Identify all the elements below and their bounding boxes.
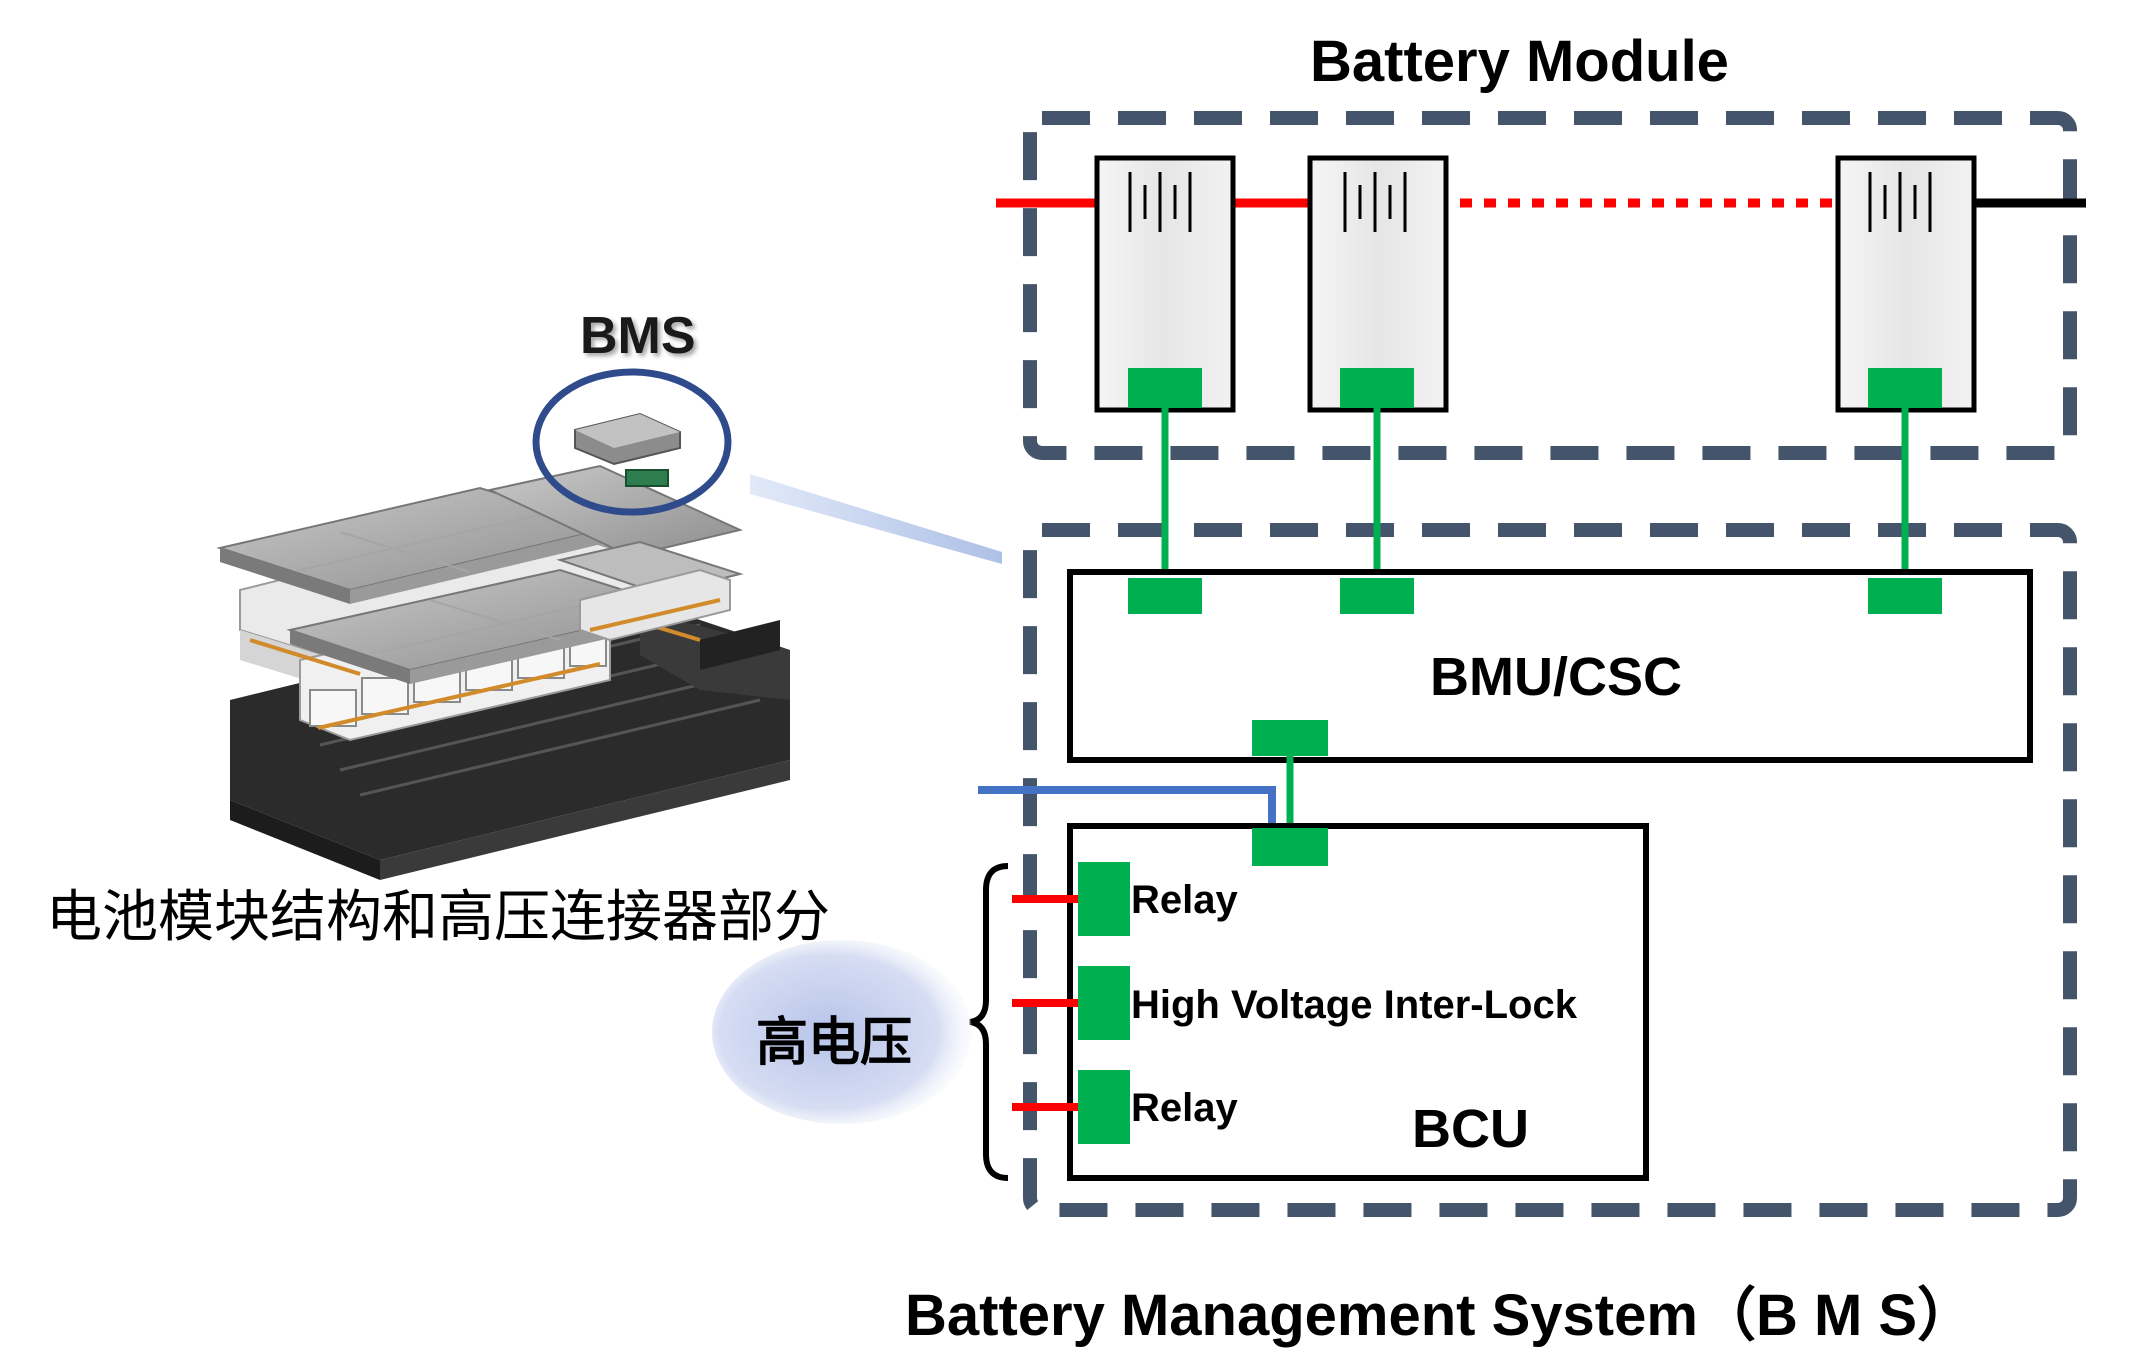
comm-line: [978, 786, 1276, 825]
high-voltage-label: 高电压: [756, 1013, 913, 1073]
bcu-box: [1067, 823, 1649, 1181]
bms-frame: [1023, 523, 2077, 1217]
bmu-csc-label: BMU/CSC: [1430, 647, 1682, 707]
battery-module-frame: [1023, 111, 2077, 460]
battery-pack-image: [216, 464, 790, 880]
bcu-label: BCU: [1412, 1099, 1529, 1159]
battery-cell-1: [1094, 155, 1236, 413]
bcu-port-connectors: [1078, 862, 1130, 1144]
battery-cell-n: [1835, 155, 1977, 413]
bcu-top-connector: [1252, 828, 1328, 866]
relay-label-1: Relay: [1131, 878, 1238, 922]
cell-sense-wires: [1161, 408, 1909, 580]
high-voltage-bubble: [712, 940, 972, 1124]
battery-cell-icon: [1128, 172, 1192, 232]
battery-cell-2: [1307, 155, 1449, 413]
relay-label-2: Relay: [1131, 1086, 1238, 1130]
zoom-beam: [750, 474, 1002, 564]
pack-caption: 电池模块结构和高压连接器部分: [46, 885, 830, 950]
bms-board-image: [574, 412, 681, 487]
hv-leads: [1012, 895, 1078, 1111]
battery-cell-icon: [1343, 172, 1407, 232]
battery-module-title: Battery Module: [1310, 29, 1729, 94]
bms-highlight-circle: [532, 368, 732, 516]
battery-cell-icon: [1868, 172, 1932, 232]
footer-title: Battery Management System（B M S）: [905, 1283, 1976, 1348]
bmu-connectors: [1128, 578, 1942, 756]
hv-brace: [969, 863, 1009, 1181]
bms-label: BMS: [580, 307, 696, 365]
hvil-label: High Voltage Inter-Lock: [1131, 983, 1577, 1027]
